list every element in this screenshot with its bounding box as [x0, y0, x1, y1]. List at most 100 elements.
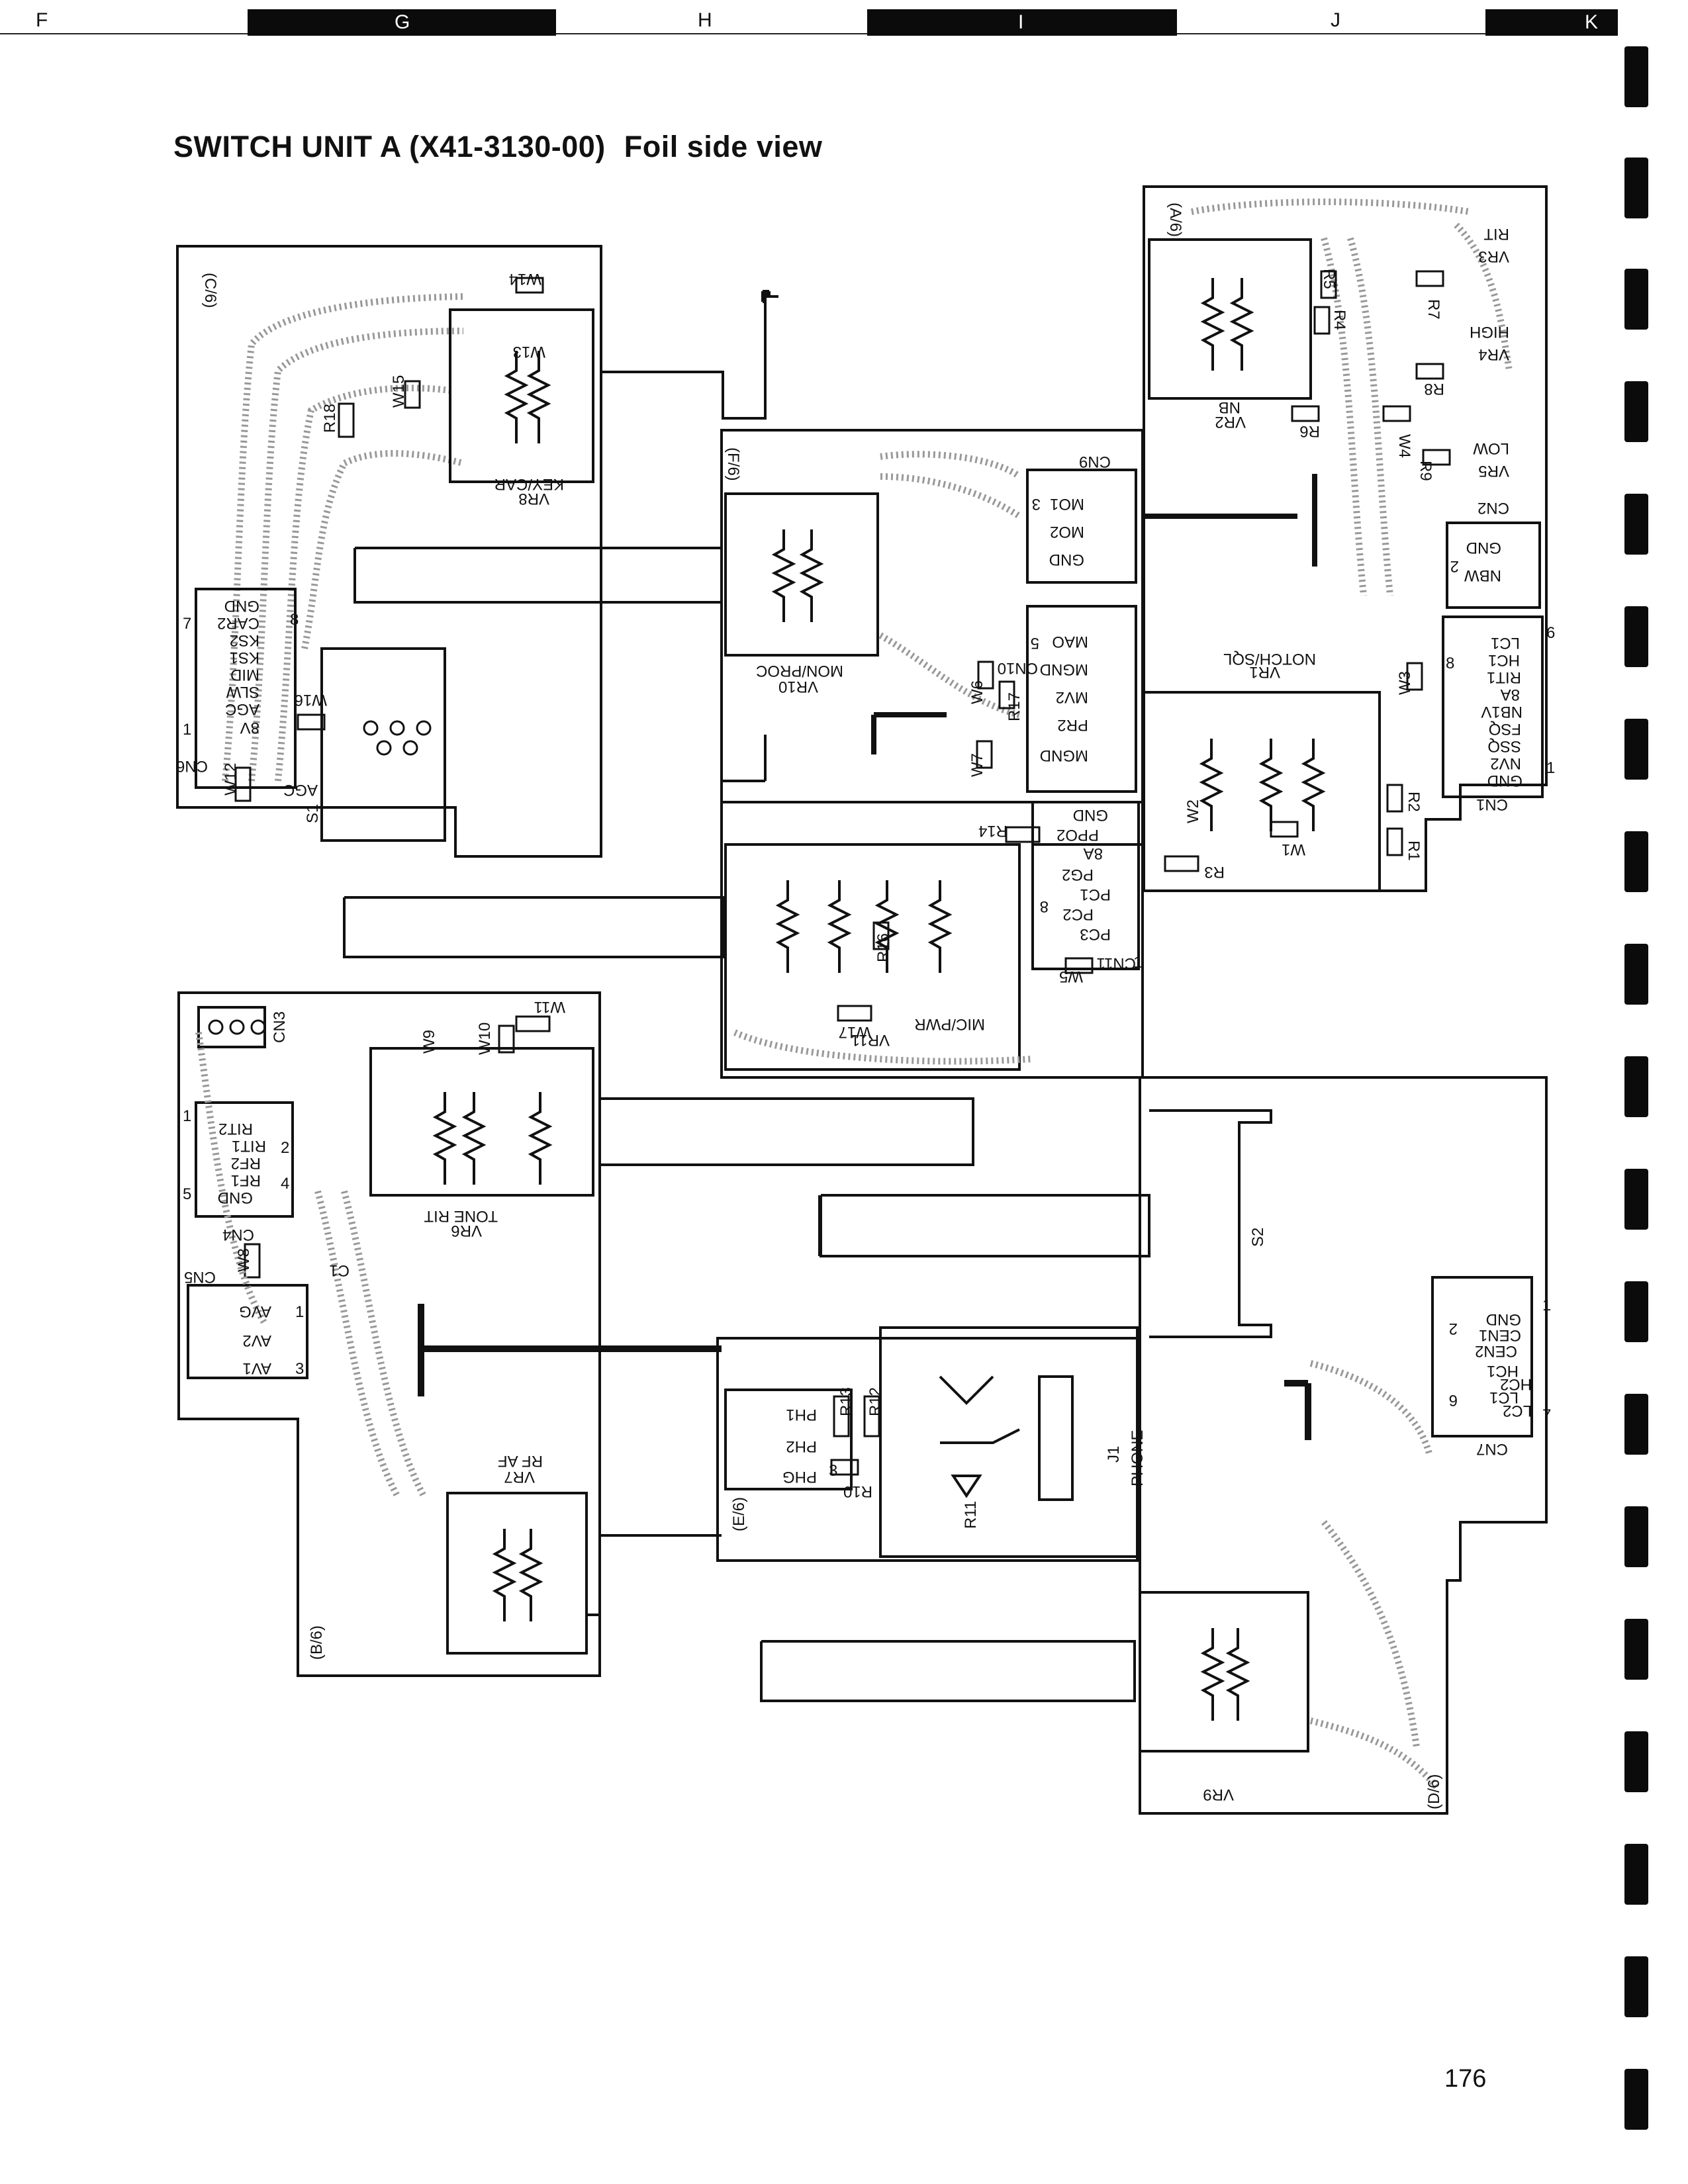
binding-mark [1624, 2069, 1648, 2130]
cn10-pr2: PR2 [1057, 716, 1088, 734]
binding-mark [1624, 1281, 1648, 1342]
cn10-pin-5: 5 [1031, 634, 1039, 652]
vr3-name: VR3 [1478, 248, 1509, 265]
cn4-rit2: RIT2 [218, 1120, 253, 1138]
c6-agc-bottom: AGC [283, 781, 318, 799]
column-bar-k: K [1485, 9, 1618, 36]
cn11-8a: 8A [1084, 844, 1103, 862]
vr6-name: VR6 [451, 1222, 482, 1240]
binding-mark [1624, 1844, 1648, 1905]
c6-pin-gnd: GND [224, 597, 259, 615]
board-a6-tag: (A/6) [1166, 203, 1184, 237]
cn7-cen2: CEN2 [1475, 1342, 1517, 1360]
cn4-rf1: RF1 [231, 1171, 261, 1189]
cn7-hc1: HC1 [1487, 1362, 1519, 1380]
cn1-hc1: HC1 [1488, 651, 1520, 669]
lower-tabs [418, 1097, 1150, 1616]
binding-mark [1624, 269, 1648, 330]
binding-mark [1624, 1394, 1648, 1455]
vr6-func: TONE RIT [424, 1207, 498, 1225]
board-c6 [176, 245, 602, 858]
c6-pin-car2: CAR2 [217, 614, 259, 632]
cn4-pin-5: 5 [183, 1185, 191, 1203]
ph-pin-3: 3 [829, 1462, 837, 1480]
cn4-rit1: RIT1 [232, 1137, 266, 1155]
vr10-func: MON/PROC [756, 662, 843, 680]
board-d6 [760, 1076, 1548, 1815]
r9-label: R9 [1417, 461, 1434, 481]
board-b6 [177, 991, 601, 1677]
vr2-name: VR2 [1215, 413, 1246, 431]
cn11-pg2: PG2 [1062, 866, 1094, 884]
j1-func: PHONE [1129, 1430, 1147, 1486]
r8-label: R8 [1424, 380, 1444, 398]
binding-mark [1624, 381, 1648, 442]
cn7-gnd: GND [1486, 1310, 1521, 1328]
board-c6-tag: (C/6) [201, 273, 219, 308]
board-a6 [1143, 185, 1548, 892]
r5-label: R5 [1320, 269, 1338, 289]
cn3-label: CN3 [271, 1011, 289, 1043]
cn4-gnd: GND [218, 1189, 253, 1206]
cn11-ppo2: PPO2 [1056, 826, 1099, 844]
board-e6-labels: (E/6) R13 R12 R10 R11 PH1 PH2 PHG 3 J1 P… [730, 1387, 1147, 1531]
c6-pin-1: 1 [183, 721, 191, 739]
column-label-h: H [698, 9, 712, 31]
cn4-pin-2: 2 [281, 1139, 289, 1157]
r11-label: R11 [962, 1501, 980, 1529]
cn9-label: CN9 [1079, 453, 1111, 471]
vr4-high: HIGH [1470, 323, 1509, 341]
binding-mark [1624, 1056, 1648, 1117]
cn9-gnd: GND [1049, 551, 1084, 569]
binding-mark [1624, 1619, 1648, 1680]
w15-label: W15 [390, 375, 408, 408]
r4-label: R4 [1331, 310, 1348, 330]
board-a6-labels: (A/6) VR2 NB R5 R4 R6 R7 R8 R9 W4 RIT VR… [1166, 203, 1555, 881]
w8-label: W8 [235, 1248, 253, 1272]
s1-label: S1 [304, 804, 322, 823]
cn7-pin-7: 7 [1542, 1406, 1551, 1424]
cn11-pin-8: 8 [1040, 897, 1049, 915]
c6-pin-ks2: KS2 [230, 631, 259, 649]
cn7-pin-1: 1 [1542, 1297, 1551, 1314]
board-c6-labels: (C/6) VR8 KEY/CAR W14 W13 W15 R18 CN6 W1… [176, 270, 564, 823]
cn1-fsq: FSQ [1489, 720, 1521, 738]
w4-label: W4 [1395, 434, 1413, 458]
cn9-mo2: MO2 [1050, 523, 1084, 541]
c6-pin-7: 7 [183, 615, 191, 633]
c6-pin-slw: SLW [226, 683, 259, 701]
board-b6-tag: (B/6) [308, 1625, 326, 1660]
cn1-rit1: RIT1 [1487, 668, 1521, 686]
cn11-pc1: PC1 [1080, 886, 1111, 903]
cn10-mv2: MV2 [1056, 688, 1088, 706]
board-b6-labels: (B/6) CN3 W9 W10 W11 CN4 RIT2 RIT1 RF2 R… [183, 998, 565, 1660]
column-label-j: J [1331, 9, 1340, 31]
board-mic [720, 801, 1144, 1079]
r14-label: R14 [978, 822, 1008, 840]
cn5-av2: AV2 [242, 1332, 271, 1349]
cn1-label: CN1 [1476, 796, 1508, 813]
cn7-pin-2: 2 [1449, 1320, 1458, 1338]
column-bar-g: G [248, 9, 556, 36]
board-e6-tag: (E/6) [730, 1497, 748, 1531]
cn6-label: CN6 [176, 757, 208, 775]
r12-label: R12 [867, 1387, 884, 1416]
board-f6-tag: (F/6) [724, 447, 742, 481]
title-main: SWITCH UNIT A (X41-3130-00) [173, 130, 606, 163]
cn7-hc2: HC2 [1500, 1375, 1532, 1393]
r17-label: R17 [1006, 692, 1023, 721]
cn10-mao: MAO [1052, 633, 1088, 651]
column-label-i: I [1018, 11, 1024, 33]
cn4-pin-1: 1 [183, 1107, 191, 1125]
cn1-nb1v: NB1V [1481, 703, 1523, 721]
w9-label: W9 [420, 1030, 438, 1054]
vr5-name: VR5 [1478, 462, 1509, 480]
cn9-mo1: MO1 [1050, 495, 1084, 513]
w6-label: W6 [968, 680, 986, 704]
cn2-label: CN2 [1477, 499, 1509, 517]
r10-label: R10 [843, 1482, 872, 1500]
cn11-label: CN11 [1096, 954, 1136, 972]
binding-mark [1624, 1506, 1648, 1567]
vr3-rit: RIT [1483, 225, 1509, 243]
